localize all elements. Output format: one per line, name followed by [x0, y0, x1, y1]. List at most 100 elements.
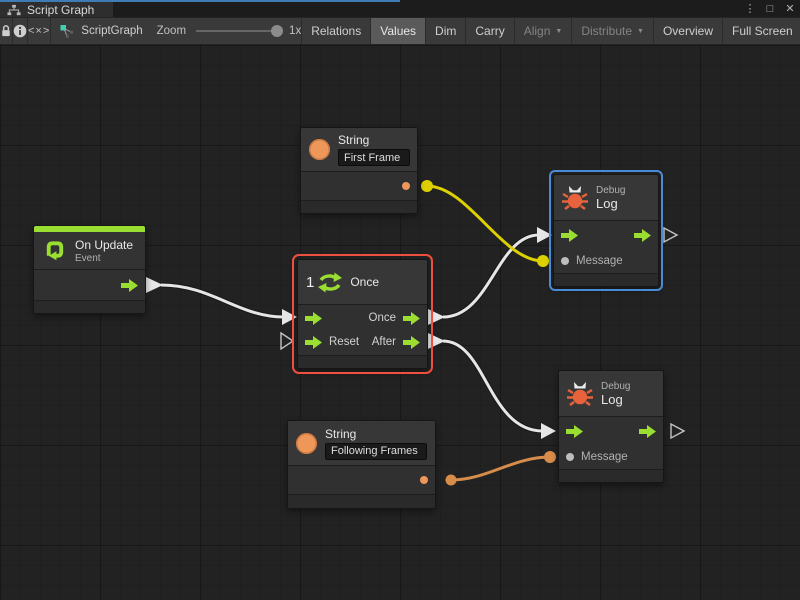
code-icon: <×> [28, 25, 51, 37]
wire-after-to-debugbottom[interactable] [442, 339, 544, 433]
node-footer [301, 201, 417, 213]
wire-arrowhead [541, 423, 556, 439]
dim-button[interactable]: Dim [425, 18, 465, 44]
zoom-control: Zoom 1x [156, 18, 302, 44]
flow-input-reset-port[interactable] [305, 336, 322, 349]
wire-layer [146, 180, 686, 486]
node-header: String [301, 128, 417, 172]
string-value-input[interactable] [338, 149, 410, 166]
close-icon[interactable]: ✕ [785, 3, 795, 15]
graph-hierarchy-icon [7, 4, 21, 15]
tab-script-graph[interactable]: Script Graph [0, 2, 113, 17]
flow-input-port[interactable] [305, 312, 322, 325]
graph-node-icon [60, 25, 74, 38]
node-string-first[interactable]: String [300, 127, 418, 214]
overview-button[interactable]: Overview [652, 18, 722, 44]
maximize-icon[interactable]: □ [766, 3, 774, 15]
wire-arrowhead [537, 227, 552, 243]
node-ports: Message [559, 417, 663, 470]
breadcrumb-label: ScriptGraph [81, 25, 143, 37]
node-header: 1 Once [298, 260, 427, 305]
wire-start-cap [428, 309, 445, 325]
info-button[interactable] [13, 18, 28, 44]
graph-canvas[interactable]: String On Update Event [0, 45, 800, 600]
connection-count: 1 [306, 273, 315, 291]
node-string-following[interactable]: String [287, 420, 436, 509]
flow-output-port[interactable] [639, 425, 656, 438]
chevron-down-icon: ▼ [637, 27, 644, 35]
chevron-down-icon: ▼ [555, 27, 563, 35]
unconnected-output-debugtop[interactable] [663, 226, 679, 244]
wire-onupdate-to-once[interactable] [160, 283, 285, 319]
titlebar: Script Graph ⋮ □ ✕ [0, 0, 800, 17]
unconnected-input-reset[interactable] [280, 331, 295, 351]
wire-stringfirst-to-message[interactable] [426, 184, 544, 263]
node-title: String [338, 133, 370, 147]
node-title: Log [596, 195, 618, 211]
distribute-button[interactable]: Distribute▼ [571, 18, 653, 44]
node-footer [298, 356, 427, 368]
tab-title: Script Graph [27, 2, 95, 17]
string-output-port[interactable] [420, 476, 428, 484]
full-screen-button[interactable]: Full Screen [721, 18, 800, 44]
wire-arrowhead [282, 309, 297, 325]
message-input-port[interactable] [566, 453, 574, 461]
port-label-message: Message [576, 255, 623, 267]
port-label-after: After [371, 336, 396, 348]
port-label-once: Once [368, 312, 397, 324]
code-preview-button[interactable]: <×> [28, 18, 52, 44]
relations-button[interactable]: Relations [301, 18, 370, 44]
zoom-slider-handle[interactable] [271, 25, 284, 37]
values-button[interactable]: Values [370, 18, 426, 44]
flow-output-port[interactable] [634, 229, 651, 242]
wire-stringfollowing-to-message[interactable] [450, 455, 551, 482]
node-title: Once [350, 275, 380, 289]
node-ports [301, 172, 417, 201]
debug-bug-icon [562, 185, 588, 210]
wire-start-cap [428, 333, 445, 349]
zoom-value: 1x [289, 25, 302, 37]
node-ports [34, 270, 145, 301]
zoom-slider[interactable] [196, 25, 284, 37]
node-debug-log-bottom[interactable]: Debug Log Message [558, 370, 664, 483]
node-header: Debug Log [559, 371, 663, 417]
string-literal-icon [309, 139, 330, 160]
lock-button[interactable] [0, 18, 13, 44]
message-input-port[interactable] [561, 257, 569, 265]
wire-once-to-debugtop[interactable] [442, 233, 540, 319]
wire-endpoint-dot [537, 255, 549, 267]
node-category: Debug [601, 380, 631, 392]
node-footer [559, 470, 663, 482]
node-header: String [288, 421, 435, 466]
once-cycle-icon [318, 272, 343, 292]
toolbar-actions: Relations Values Dim Carry Align▼ Distri… [301, 18, 800, 44]
wire-start-cap [146, 277, 163, 293]
wire-endpoint-dot [544, 451, 556, 463]
flow-input-port[interactable] [566, 425, 583, 438]
focus-indicator [0, 0, 400, 2]
node-ports: Message [554, 221, 658, 274]
window-controls: ⋮ □ ✕ [742, 2, 798, 16]
node-debug-log-top[interactable]: Debug Log Message [549, 170, 663, 291]
flow-output-once-port[interactable] [403, 312, 420, 325]
node-category: Debug [596, 184, 626, 196]
flow-input-port[interactable] [561, 229, 578, 242]
node-ports: Once Reset After [298, 305, 427, 356]
node-once[interactable]: 1 Once Once [292, 254, 433, 374]
string-literal-icon [296, 432, 317, 454]
event-color-strip [34, 226, 145, 232]
flow-output-after-port[interactable] [403, 336, 420, 349]
node-header: On Update Event [34, 232, 145, 270]
unconnected-output-debugbottom[interactable] [670, 422, 686, 440]
on-update-loop-icon [46, 241, 64, 261]
align-button[interactable]: Align▼ [513, 18, 572, 44]
menu-icon[interactable]: ⋮ [744, 3, 756, 15]
string-output-port[interactable] [402, 182, 410, 190]
node-on-update[interactable]: On Update Event [33, 225, 146, 314]
flow-output-port[interactable] [121, 279, 138, 292]
breadcrumb[interactable]: ScriptGraph [51, 18, 143, 44]
string-value-input[interactable] [325, 442, 427, 460]
zoom-label: Zoom [156, 25, 187, 37]
carry-button[interactable]: Carry [465, 18, 513, 44]
